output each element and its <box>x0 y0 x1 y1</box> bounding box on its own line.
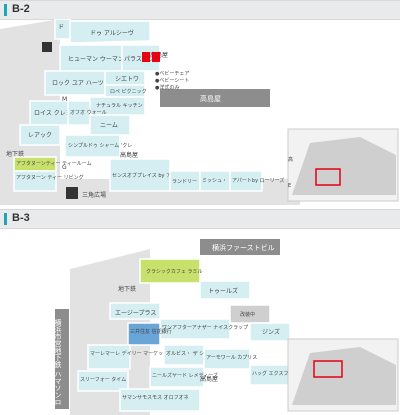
store-label: オフオ ウォール <box>70 109 107 116</box>
takashimaya-building <box>160 89 270 107</box>
store-afternoon-living[interactable] <box>13 170 57 192</box>
store-label: ロイス クレヨン <box>34 110 78 117</box>
store-label: シエトワ <box>115 76 139 83</box>
store-label: エージープラス <box>115 310 156 317</box>
store-label: アーモワール カプリス <box>206 355 257 361</box>
store-label: アパートby ローリーズ <box>232 177 284 184</box>
floor-map-b3[interactable]: 横浜ファーストビル 横浜市営地下鉄 ハマソンロ クラシックカフェ ラミル トゥー… <box>0 229 400 415</box>
restroom-icon <box>142 52 150 62</box>
floor-map-b2[interactable]: ド ドゥ アルシーヴ ヒューマン ウーマン パラスパレス ロック ユア ハーツ … <box>0 19 400 205</box>
section-title-b3: B-3 <box>12 212 30 224</box>
store-apartbylaurie[interactable] <box>229 170 263 192</box>
store-label: パラスパレス <box>124 56 160 63</box>
store-label: ロペ ピクニック <box>110 89 147 95</box>
store-reacop[interactable] <box>19 124 61 146</box>
store-label: ロック ユア ハーツ <box>52 80 104 87</box>
store-label: ジンズ <box>262 328 280 336</box>
section-accent-bar <box>4 213 7 225</box>
store-label: ミッシュ・ マッシュ <box>202 178 249 184</box>
store-label: サマンサモスモス オロフオネ <box>122 395 189 401</box>
minimap-highlight <box>313 360 343 378</box>
building-label: 横浜ファーストビル <box>212 243 275 252</box>
store-parasparas[interactable] <box>121 44 161 72</box>
store-simple[interactable] <box>64 134 121 158</box>
building-label: 高島屋 <box>120 151 138 159</box>
store-sanmanen[interactable] <box>119 388 201 412</box>
store-label: ランドリー <box>172 179 197 185</box>
store-mitsui[interactable] <box>127 322 161 346</box>
store-label: マーレマーレ デイリー マーケット <box>90 350 168 357</box>
subway-label: 地下鉄 <box>6 150 24 158</box>
minimap-label: E <box>288 183 291 189</box>
store-label: アフタヌーンティー ティールーム <box>16 160 92 167</box>
yokohama-first-building <box>200 239 280 255</box>
store-nielsbel[interactable] <box>149 366 205 388</box>
amenity-label: ●ベビーシート <box>155 77 189 84</box>
store-label: ニーム <box>100 122 118 129</box>
square-label: 三角広場 <box>82 191 106 199</box>
gate-label: G <box>62 164 67 171</box>
store-label: クラシックカフェ ラミル <box>146 269 203 275</box>
store-tools[interactable] <box>199 280 251 300</box>
store-label: レアック <box>28 132 52 139</box>
restroom-icon <box>152 52 160 62</box>
minimap-label: 高 <box>288 156 293 163</box>
building-label: 高島屋 <box>200 375 218 383</box>
store-label: オルビス・ ザ ショップ <box>166 350 219 357</box>
amenity-label: ●洋式のみ <box>155 84 179 91</box>
elevator-icon <box>42 42 52 52</box>
building-label: 横浜市営地下鉄 ハマソンロ <box>54 318 62 405</box>
building-label: 高島屋 <box>200 94 221 103</box>
store-label: ハッグ エクスプレス <box>252 370 298 377</box>
store-label: ワンアフターアナザー ナイスクラップ <box>162 324 248 331</box>
store-label: ド <box>58 24 64 31</box>
store-label: シンプルドゥ シャーム 'クレ <box>68 143 132 149</box>
section-accent-bar <box>4 4 7 16</box>
gate-label: M <box>62 96 67 103</box>
subway-label: 地下鉄 <box>118 285 136 293</box>
minimap-highlight <box>315 168 341 186</box>
store-doualsi[interactable] <box>69 20 151 44</box>
escalator-icon <box>66 187 78 199</box>
store-label: ナチュラル キッチン <box>96 103 143 109</box>
store-label: トゥールズ <box>208 287 238 295</box>
store-label: ドゥ アルシーヴ <box>90 29 134 37</box>
section-header-b2: B-2 <box>0 0 400 20</box>
store-label: スリーフォー タイム <box>80 376 126 383</box>
store-label: ヒューマン ウーマン <box>68 55 124 63</box>
section-title-b2: B-2 <box>12 3 30 15</box>
store-label: 三井住友 信託銀行 <box>130 328 172 335</box>
store-neem[interactable] <box>89 114 131 136</box>
section-header-b3: B-3 <box>0 209 400 229</box>
store-label: アフタヌーン ティー リビング <box>16 174 84 181</box>
minimap-shape <box>292 137 396 195</box>
store-label: センスオブプレイス by アーバンリサーチ <box>112 172 206 179</box>
store-marlemarle[interactable] <box>87 344 131 370</box>
store-label: 改装中 <box>240 311 255 318</box>
amenity-label: ●ベビーチェア <box>155 70 189 77</box>
subway-building <box>55 309 69 409</box>
store-label: ニールズヤード レメディーズ <box>152 372 218 379</box>
